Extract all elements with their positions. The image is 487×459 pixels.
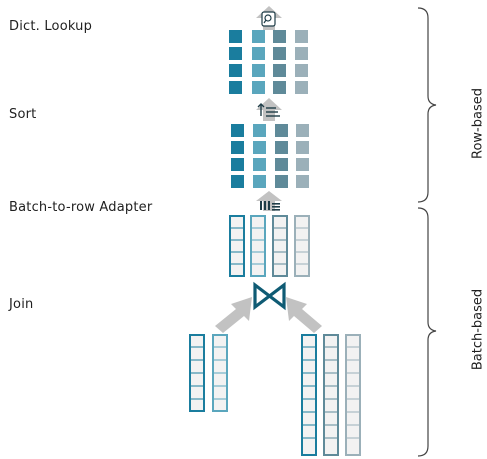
row-grid-sort bbox=[231, 124, 309, 188]
batch-columns-join-left bbox=[189, 334, 228, 412]
stage-label-sort: Sort bbox=[9, 107, 37, 122]
adapter-icon bbox=[260, 201, 280, 211]
brace-batch-based bbox=[417, 207, 437, 457]
search-document-icon bbox=[261, 11, 276, 27]
stage-label-batch-to-row-adapter: Batch-to-row Adapter bbox=[9, 200, 153, 215]
sort-ascending-icon bbox=[257, 103, 280, 117]
batch-columns-join-right bbox=[301, 334, 361, 456]
join-arrow-right bbox=[286, 297, 322, 333]
brace-row-based bbox=[417, 7, 437, 203]
stage-label-dict-lookup: Dict. Lookup bbox=[9, 19, 93, 34]
sort-arrow bbox=[256, 98, 282, 121]
batch-columns-adapter-input bbox=[229, 215, 310, 277]
row-grid-lookup bbox=[229, 30, 308, 94]
bowtie-join-icon bbox=[253, 281, 286, 311]
join-arrow-left bbox=[215, 297, 252, 333]
stage-label-join: Join bbox=[9, 297, 34, 312]
